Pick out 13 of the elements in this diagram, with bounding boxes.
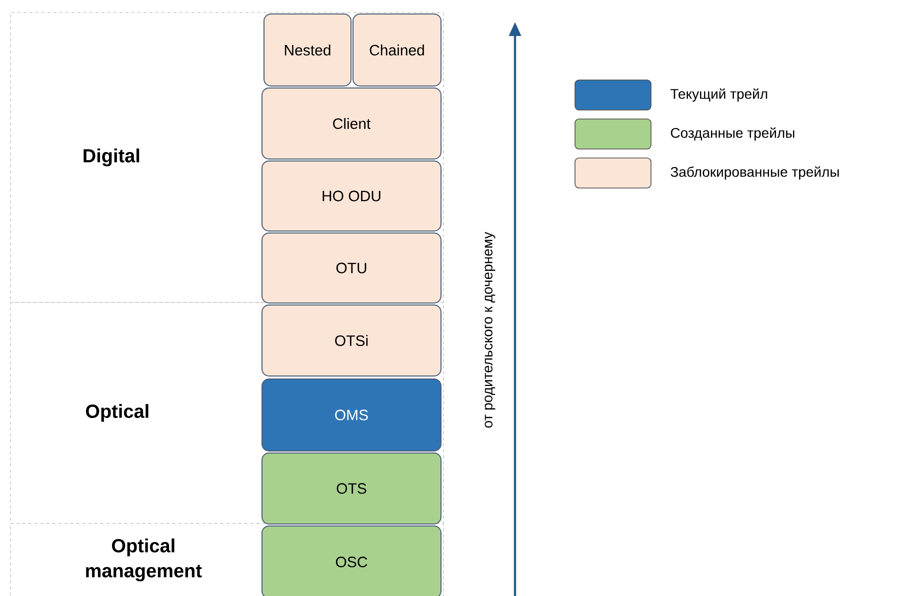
- layer-box: Client: [262, 88, 442, 160]
- legend-text: Текущий трейл: [670, 88, 768, 102]
- layer-box: OSC: [262, 526, 442, 596]
- layer-box: OTU: [262, 232, 442, 304]
- layer-box: OMS: [262, 378, 442, 452]
- layer-box: Nested: [264, 14, 352, 86]
- layer-box: HO ODU: [262, 160, 442, 232]
- layer-box: Chained: [352, 14, 442, 86]
- legend-text: Созданные трейлы: [670, 127, 794, 141]
- legend-text: Заблокированные трейлы: [670, 166, 839, 180]
- layer-box: OTSi: [262, 304, 442, 376]
- layer-box: OTS: [262, 452, 442, 524]
- axis-label: от родительского к дочернему: [484, 232, 496, 428]
